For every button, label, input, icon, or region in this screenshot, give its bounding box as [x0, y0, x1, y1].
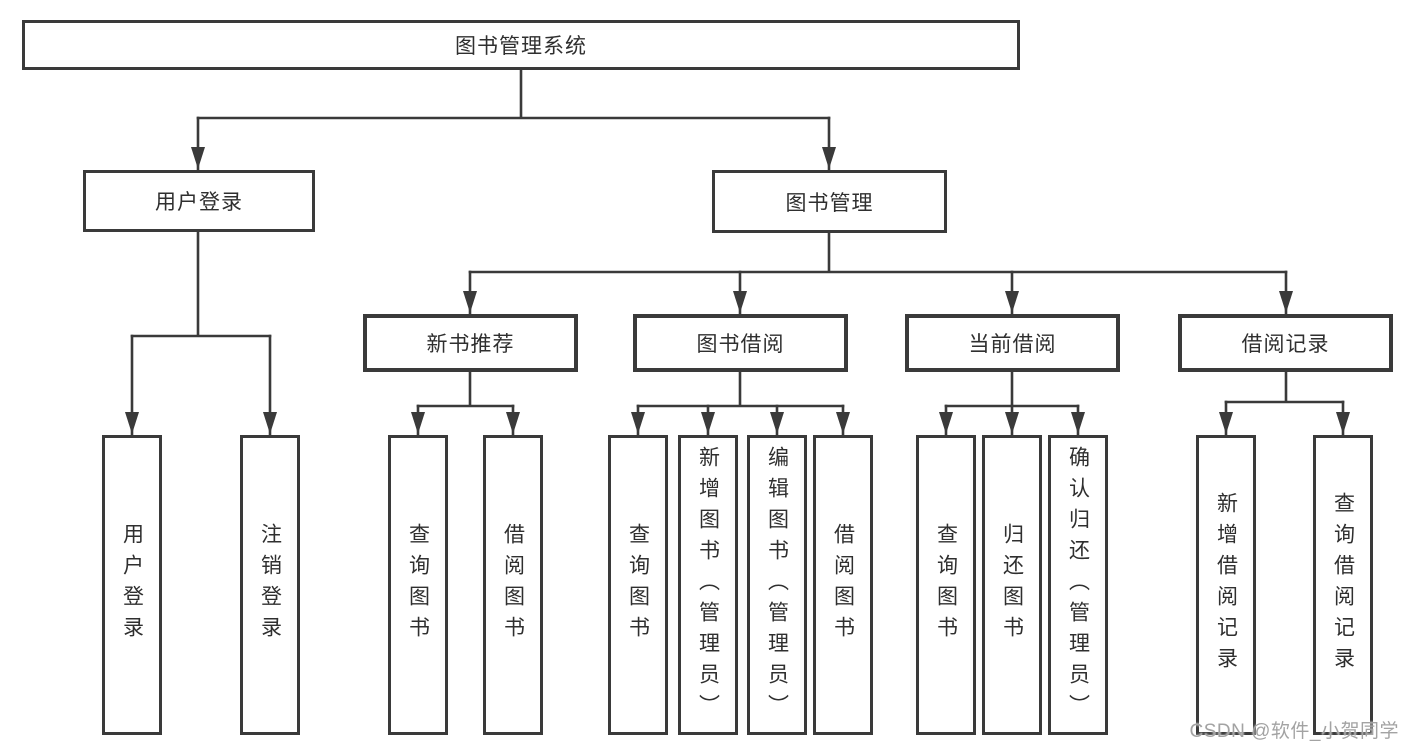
connector-root-split: [196, 68, 831, 120]
connector-current-split: [944, 370, 1080, 408]
connector-user-split: [130, 231, 272, 338]
connector-mgmt-split: [468, 231, 1288, 274]
leaf-label: 查询图书: [626, 523, 650, 647]
leaf-label: 新增借阅记录: [1214, 492, 1238, 678]
leaf-records-add: 新增借阅记录: [1196, 435, 1256, 735]
node-new-book-recommend: 新书推荐: [363, 314, 578, 372]
leaf-borrowing-query: 查询图书: [608, 435, 668, 735]
leaf-label: 确认归还（管理员）: [1066, 445, 1090, 725]
leaf-records-query: 查询借阅记录: [1313, 435, 1373, 735]
node-book-borrowing: 图书借阅: [633, 314, 848, 372]
leaf-newbooks-query: 查询图书: [388, 435, 448, 735]
connector-group: [125, 68, 1350, 436]
leaf-label: 新增图书（管理员）: [696, 445, 720, 725]
leaf-borrowing-add: 新增图书（管理员）: [678, 435, 738, 735]
node-book-management-branch: 图书管理: [712, 170, 947, 233]
node-current-borrowing: 当前借阅: [905, 314, 1120, 372]
leaf-current-confirm: 确认归还（管理员）: [1048, 435, 1108, 735]
leaf-label: 查询图书: [934, 523, 958, 647]
connector-newbooks-split: [416, 370, 515, 408]
leaf-newbooks-borrow: 借阅图书: [483, 435, 543, 735]
leaf-current-query: 查询图书: [916, 435, 976, 735]
leaf-current-return: 归还图书: [982, 435, 1042, 735]
leaf-label: 用户登录: [120, 523, 144, 647]
connector-borrowing-split: [636, 370, 845, 408]
leaf-label: 编辑图书（管理员）: [765, 445, 789, 725]
node-borrowing-records: 借阅记录: [1178, 314, 1393, 372]
leaf-user-login: 用户登录: [102, 435, 162, 735]
leaf-label: 查询图书: [406, 523, 430, 647]
leaf-label: 注销登录: [258, 523, 282, 647]
leaf-label: 归还图书: [1000, 523, 1024, 647]
leaf-borrowing-borrow: 借阅图书: [813, 435, 873, 735]
leaf-label: 查询借阅记录: [1331, 492, 1355, 678]
leaf-label: 借阅图书: [501, 523, 525, 647]
leaf-user-logout: 注销登录: [240, 435, 300, 735]
node-system-root: 图书管理系统: [22, 20, 1020, 70]
node-user-login-branch: 用户登录: [83, 170, 315, 232]
csdn-watermark: CSDN @软件_小贺同学: [1189, 721, 1399, 742]
connector-records-split: [1224, 370, 1345, 404]
leaf-label: 借阅图书: [831, 523, 855, 647]
leaf-borrowing-edit: 编辑图书（管理员）: [747, 435, 807, 735]
